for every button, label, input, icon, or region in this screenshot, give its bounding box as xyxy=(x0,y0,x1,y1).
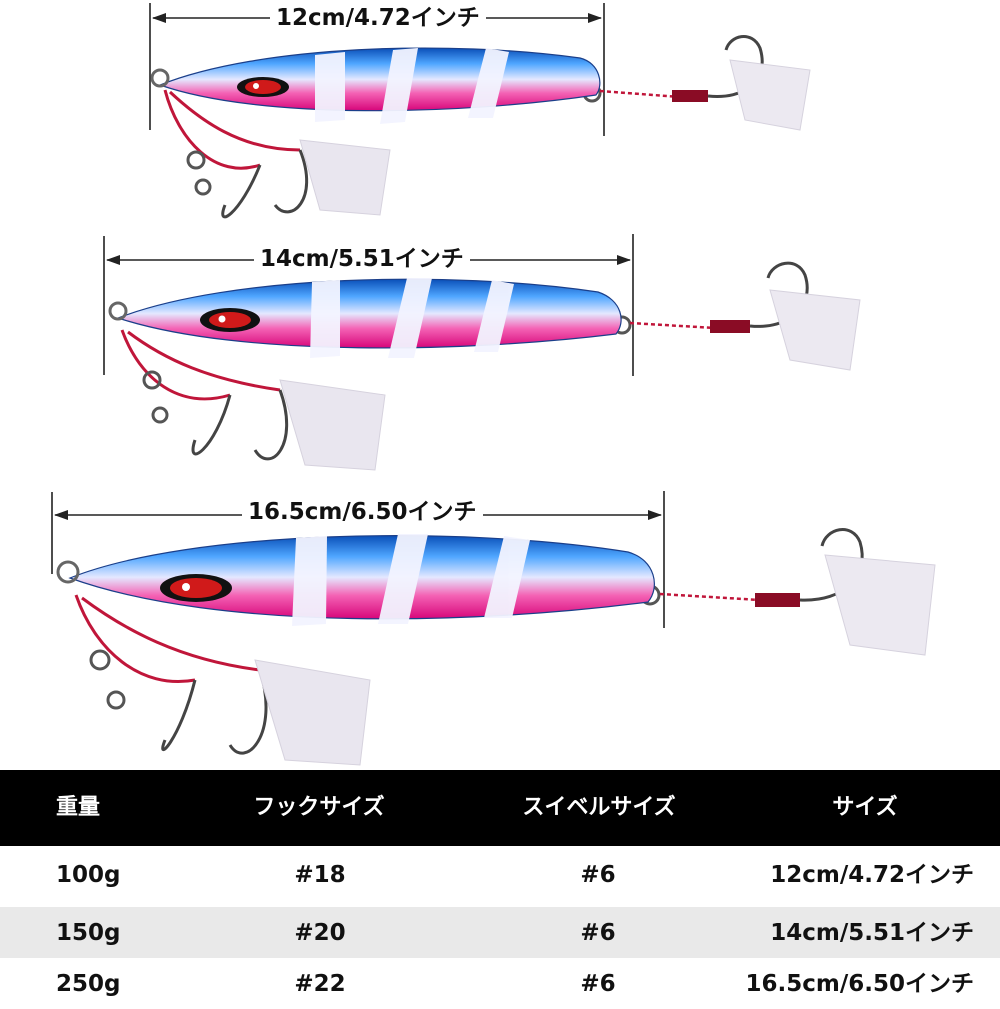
row-weight: 250g xyxy=(56,971,121,997)
header-swivel-size: スイベルサイズ xyxy=(522,795,676,820)
row-swivel: #6 xyxy=(580,920,616,946)
header-weight: 重量 xyxy=(56,795,101,820)
row-hook: #22 xyxy=(294,971,346,997)
row-weight: 100g xyxy=(56,862,121,888)
row-hook: #20 xyxy=(294,920,346,946)
row-weight: 150g xyxy=(56,920,121,946)
header-size: サイズ xyxy=(832,795,898,820)
row-swivel: #6 xyxy=(580,862,616,888)
product-illustration: 12cm/4.72インチ 14cm/5.51インチ 16.5cm/6.50インチ xyxy=(51,3,936,766)
row-size: 14cm/5.51インチ xyxy=(770,920,974,946)
dimension-label-2: 14cm/5.51インチ xyxy=(254,245,470,273)
rear-hook-2 xyxy=(612,261,861,371)
row-swivel: #6 xyxy=(580,971,616,997)
lure-1 xyxy=(149,3,811,219)
assist-hooks-3 xyxy=(74,594,371,766)
rear-hook-3 xyxy=(639,528,936,656)
assist-hooks-1 xyxy=(163,89,391,219)
assist-hooks-2 xyxy=(120,329,386,471)
lure-2 xyxy=(103,234,861,471)
table-row: 250g #22 #6 16.5cm/6.50インチ xyxy=(0,958,1000,1009)
lure-drawing xyxy=(51,3,936,766)
dimension-label-3: 16.5cm/6.50インチ xyxy=(242,498,483,526)
lure-3 xyxy=(51,491,936,766)
dimension-label-1: 12cm/4.72インチ xyxy=(270,4,486,32)
spec-table: 重量 フックサイズ スイベルサイズ サイズ 100g #18 #6 12cm/4… xyxy=(0,770,1000,1000)
row-size: 12cm/4.72インチ xyxy=(770,862,974,888)
table-header: 重量 フックサイズ スイベルサイズ サイズ xyxy=(0,770,1000,846)
row-size: 16.5cm/6.50インチ xyxy=(745,971,975,997)
row-hook: #18 xyxy=(294,862,346,888)
rear-hook-1 xyxy=(582,35,811,131)
table-row: 100g #18 #6 12cm/4.72インチ xyxy=(0,849,1000,900)
header-hook-size: フックサイズ xyxy=(253,795,385,820)
table-row: 150g #20 #6 14cm/5.51インチ xyxy=(0,907,1000,958)
